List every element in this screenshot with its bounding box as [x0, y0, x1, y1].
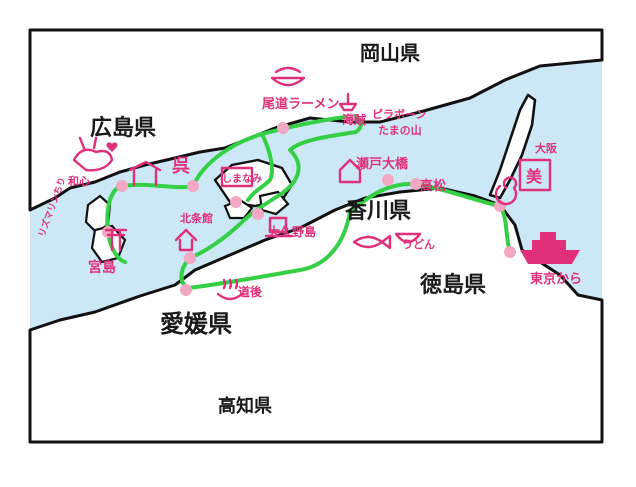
label-ehime: 愛媛県 — [160, 310, 232, 338]
label-takamatsu: 高松 — [420, 178, 446, 194]
temple-icon — [128, 160, 162, 187]
house-icon — [338, 158, 362, 184]
route-stop — [180, 284, 192, 296]
bridge-sign-icon — [220, 166, 254, 188]
route-stop — [345, 113, 355, 123]
label-kitaoka: 北条館 — [180, 211, 213, 225]
label-miyajima: 宮島 — [88, 259, 116, 276]
label-ship-from: 東京から — [530, 271, 582, 287]
route-stop — [277, 122, 289, 134]
ship-icon-small — [338, 92, 358, 112]
sign-text-mei: 美 — [526, 167, 543, 186]
route-stop — [230, 196, 242, 208]
label-shimanami: しまなみ — [222, 173, 262, 185]
shrine-icon — [174, 228, 198, 252]
whirlpool-icon — [494, 176, 518, 206]
route-stop — [116, 180, 128, 192]
sign-icon: 美 — [518, 158, 552, 192]
bunny-sweets-icon — [72, 136, 118, 172]
label-wagashi: 和心 — [68, 174, 90, 188]
label-tokushima: 徳島県 — [419, 272, 486, 298]
onsen-icon — [216, 278, 244, 301]
label-setoohashi: 瀬戸大橋 — [356, 156, 409, 172]
route-stop — [504, 246, 516, 258]
label-kure: 呉 — [172, 156, 190, 177]
route-stop — [410, 178, 422, 190]
label-kagawa: 香川県 — [345, 199, 411, 224]
label-bay: 大阪 — [535, 141, 558, 155]
fish-icon — [352, 234, 392, 250]
route-stop — [184, 252, 196, 264]
route-stop — [187, 180, 199, 192]
label-kaizoku: 海賊 — [342, 112, 366, 127]
label-kochi: 高知県 — [218, 395, 272, 417]
label-onomichi-ramen: 尾道ラーメン — [262, 96, 339, 112]
route-stop — [382, 174, 394, 186]
label-dogo: 道後 — [238, 284, 263, 299]
torii-gate-icon — [104, 228, 128, 252]
ferry-ship-icon — [520, 232, 580, 264]
label-udon: うどん — [402, 238, 435, 251]
label-okayama: 岡山県 — [360, 41, 420, 65]
route-stop — [252, 208, 264, 220]
label-pyrabon: ピラボーン — [372, 107, 426, 121]
castle-icon — [264, 216, 294, 238]
ramen-bowl-icon — [270, 66, 306, 87]
udon-bowl-icon — [394, 232, 422, 244]
label-hiroshima: 広島県 — [90, 115, 156, 141]
route-branch — [246, 132, 274, 202]
shikoku-landmass — [28, 186, 604, 444]
label-tamano: たまの山 — [378, 123, 422, 137]
awaji-island — [488, 93, 537, 200]
